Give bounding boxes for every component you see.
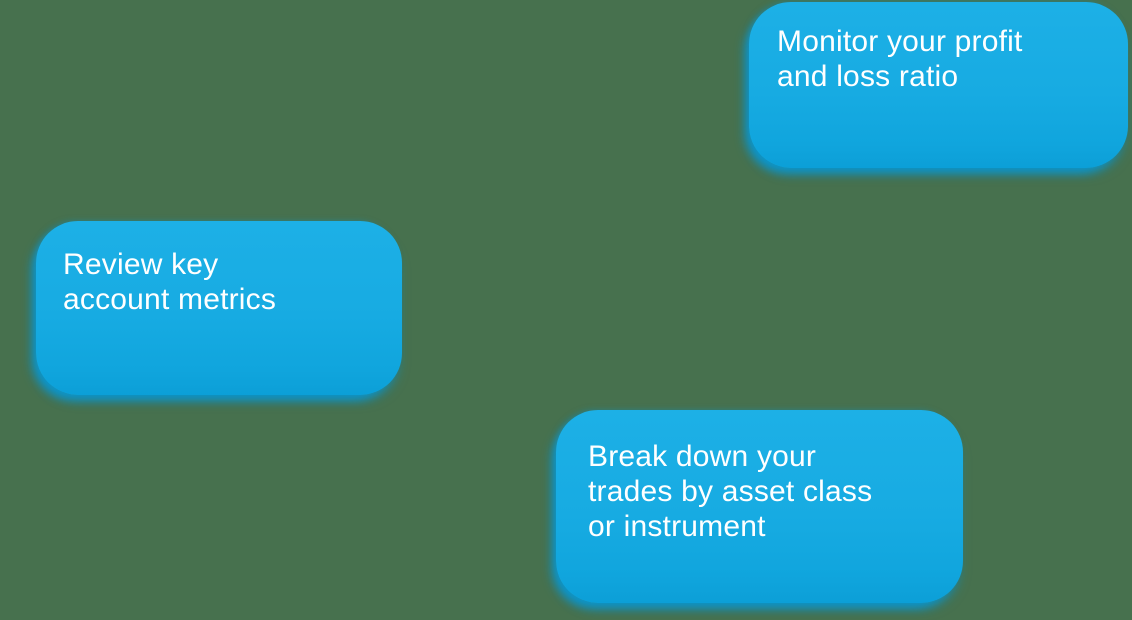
callout-text-line: Monitor your profit [777, 25, 1023, 58]
callout-text-line: account metrics [63, 283, 277, 316]
callout-text-line: and loss ratio [777, 60, 959, 93]
callout-text-line: Review key [63, 248, 219, 281]
callout-breakdown-trades: Break down your trades by asset class or… [556, 410, 963, 603]
callout-review-account-metrics: Review key account metrics [36, 221, 402, 395]
callout-text-line: or instrument [588, 510, 766, 543]
callout-text-line: Break down your [588, 440, 817, 473]
callout-monitor-profit-loss: Monitor your profit and loss ratio [749, 2, 1128, 168]
callout-text-line: trades by asset class [588, 475, 873, 508]
